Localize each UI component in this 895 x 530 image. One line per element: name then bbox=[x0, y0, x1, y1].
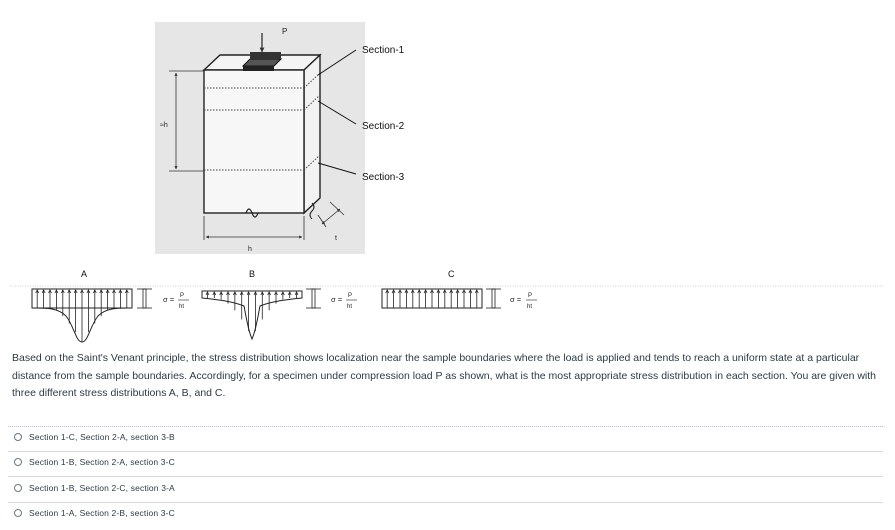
stress-arrowhead bbox=[260, 291, 265, 296]
section-3-leader bbox=[317, 162, 357, 175]
answer-divider bbox=[8, 476, 883, 477]
stress-arrowhead bbox=[462, 289, 466, 294]
answer-option-label: Section 1-B, Section 2-C, section 3-A bbox=[29, 483, 175, 493]
distribution-c bbox=[381, 288, 501, 309]
width-dimension bbox=[203, 216, 305, 240]
stress-arrowhead bbox=[280, 291, 285, 296]
section-2-label: Section-2 bbox=[362, 121, 405, 132]
stress-arrowhead bbox=[86, 289, 91, 294]
stress-arrowhead bbox=[35, 289, 40, 294]
stress-arrowhead bbox=[430, 289, 434, 294]
stress-arrowhead bbox=[205, 291, 210, 296]
stress-arrowhead bbox=[442, 289, 447, 294]
distribution-b-sigma: σ = bbox=[331, 295, 343, 304]
height-dimension bbox=[169, 70, 204, 172]
answers-top-divider bbox=[8, 426, 883, 427]
stress-arrowhead bbox=[118, 289, 123, 294]
stress-arrowhead bbox=[274, 291, 278, 296]
stress-arrowhead bbox=[474, 289, 479, 294]
radio-icon[interactable] bbox=[14, 433, 22, 441]
thickness-dimension bbox=[317, 201, 345, 228]
distribution-b bbox=[201, 288, 321, 341]
answer-divider bbox=[8, 502, 883, 503]
stress-arrowhead bbox=[212, 291, 217, 296]
section-1-label: Section-1 bbox=[362, 45, 405, 56]
stress-arrowhead bbox=[105, 289, 110, 294]
height-label: ≈h bbox=[160, 122, 168, 129]
distribution-a-sigma: σ = bbox=[163, 295, 175, 304]
section-1-leader bbox=[317, 49, 357, 76]
stress-arrowhead bbox=[99, 289, 104, 294]
thickness-label: t bbox=[335, 235, 337, 242]
distribution-c-den: ht bbox=[527, 304, 532, 310]
stress-arrowhead bbox=[48, 289, 52, 294]
stress-arrowhead bbox=[54, 289, 59, 294]
distribution-a-den: ht bbox=[179, 304, 184, 310]
stress-arrowhead bbox=[267, 291, 272, 296]
stress-arrowhead bbox=[417, 289, 422, 294]
stress-arrowhead bbox=[60, 289, 65, 294]
stress-arrowhead bbox=[112, 289, 116, 294]
stress-arrowhead bbox=[294, 291, 299, 296]
radio-icon[interactable] bbox=[14, 509, 22, 517]
stress-arrowhead bbox=[423, 289, 428, 294]
answer-option-label: Section 1-B, Section 2-A, section 3-C bbox=[29, 457, 175, 467]
load-plate bbox=[241, 33, 283, 71]
specimen-block bbox=[202, 53, 322, 220]
distribution-b-num: P bbox=[348, 293, 352, 299]
radio-icon[interactable] bbox=[14, 458, 22, 466]
distribution-a-num: P bbox=[180, 293, 184, 299]
stress-arrowhead bbox=[253, 291, 258, 296]
stress-arrowhead bbox=[404, 289, 409, 294]
stress-arrowhead bbox=[219, 291, 224, 296]
stress-arrowhead bbox=[73, 289, 78, 294]
radio-icon[interactable] bbox=[14, 484, 22, 492]
answer-option-4[interactable]: Section 1-A, Section 2-B, section 3-C bbox=[14, 503, 884, 523]
stress-arrowhead bbox=[80, 289, 84, 294]
load-label: P bbox=[282, 27, 287, 36]
stress-arrowhead bbox=[92, 289, 97, 294]
question-text: Based on the Saint's Venant principle, t… bbox=[12, 352, 876, 399]
answer-divider bbox=[8, 451, 883, 452]
stress-arrowhead bbox=[246, 291, 251, 296]
stress-arrowhead bbox=[232, 291, 237, 296]
section-2-leader bbox=[317, 100, 357, 125]
stress-arrowhead bbox=[468, 289, 473, 294]
answer-option-2[interactable]: Section 1-B, Section 2-A, section 3-C bbox=[14, 452, 884, 472]
stress-arrowhead bbox=[239, 291, 244, 296]
stress-arrowhead bbox=[124, 289, 129, 294]
distribution-b-den: ht bbox=[347, 304, 352, 310]
stress-arrowhead bbox=[398, 289, 402, 294]
stress-arrowhead bbox=[449, 289, 454, 294]
distribution-a-label: A bbox=[81, 269, 87, 279]
stress-arrowhead bbox=[41, 289, 46, 294]
answer-option-label: Section 1-C, Section 2-A, section 3-B bbox=[29, 432, 175, 442]
stress-arrowhead bbox=[385, 289, 390, 294]
answer-option-1[interactable]: Section 1-C, Section 2-A, section 3-B bbox=[14, 427, 884, 447]
answer-option-label: Section 1-A, Section 2-B, section 3-C bbox=[29, 508, 175, 518]
stress-arrowhead bbox=[410, 289, 415, 294]
width-label: h bbox=[248, 246, 252, 253]
section-3-label: Section-3 bbox=[362, 172, 405, 183]
answer-option-3[interactable]: Section 1-B, Section 2-C, section 3-A bbox=[14, 478, 884, 498]
distribution-c-label: C bbox=[448, 269, 455, 279]
stress-arrowhead bbox=[226, 291, 230, 296]
stress-arrowhead bbox=[455, 289, 460, 294]
distribution-b-label: B bbox=[249, 269, 255, 279]
stress-arrowhead bbox=[436, 289, 441, 294]
distribution-c-sigma: σ = bbox=[510, 295, 522, 304]
stress-arrowhead bbox=[287, 291, 292, 296]
stress-arrowhead bbox=[67, 289, 72, 294]
distribution-a bbox=[31, 288, 152, 343]
distribution-c-num: P bbox=[528, 293, 532, 299]
stress-arrowhead bbox=[391, 289, 396, 294]
question-figure: P ≈h h t Section-1 Section-2 Section-3 A… bbox=[10, 22, 885, 343]
